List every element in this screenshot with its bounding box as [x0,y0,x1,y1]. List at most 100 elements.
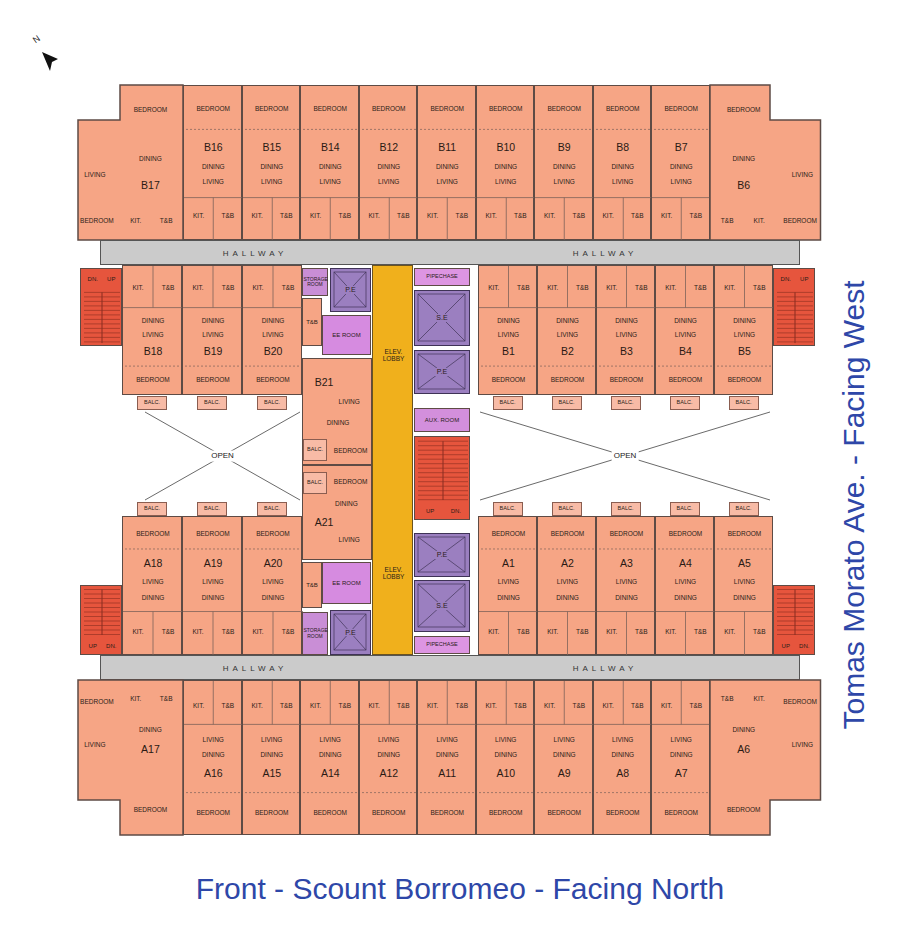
space-label: BALC. [618,506,634,512]
room-label: LIVING [437,736,458,743]
room-label: T&B [160,695,173,702]
balcony: BALC. [552,396,582,410]
room-label: BEDROOM [669,377,703,384]
unit-number: B17 [141,180,160,191]
space-label: BALC. [500,400,516,406]
unit-number: B6 [737,180,750,191]
unit-number: B7 [675,142,688,153]
space-label: BALC. [736,506,752,512]
room-label: KIT. [252,629,263,636]
stair-core: UPDN. [773,585,815,655]
room-label: KIT. [369,213,380,220]
wall-line [153,266,154,308]
room-label: T&B [694,629,707,636]
unit-number: A9 [558,768,571,779]
elevator-shaft: P.E [330,268,371,312]
balcony: BALC. [493,502,523,516]
room-detail [538,517,597,656]
toilet-bath: T&B [302,298,322,346]
unit-number: A17 [141,744,160,755]
room-label: KIT. [252,213,263,220]
room-label: BEDROOM [256,377,290,384]
space-label: EE ROOM [332,332,360,338]
wall-line [564,198,565,241]
space-label: UP [426,508,434,514]
balcony: BALC. [729,396,759,410]
room-detail [183,517,243,656]
room-label: T&B [514,213,527,220]
room-label: LIVING [84,742,105,749]
balcony: BALC. [552,502,582,516]
elevator-shaft: S.E [414,290,470,346]
room-label: BEDROOM [255,106,289,113]
room-label: T&B [753,629,766,636]
space-label: BALC. [307,447,323,453]
room-detail [101,656,801,681]
shaft-cross [418,294,465,341]
room-label: DINING [674,317,697,324]
space-label: DN. [106,642,116,648]
room-label: KIT. [547,629,558,636]
room-label: T&B [222,702,235,709]
room-label: BEDROOM [547,809,581,816]
shaft-cross [334,614,366,650]
unit-number: B19 [204,346,223,357]
room-label: DINING [553,163,576,170]
unit-number: A19 [204,559,223,570]
room-label: LIVING [261,736,282,743]
unit: KIT.T&BLIVINGDININGA11BEDROOM [417,680,476,835]
unit-number: A3 [620,559,633,570]
room-label: KIT. [130,695,141,702]
partition-line [596,792,651,793]
wall-line [622,681,623,724]
unit: BEDROOMA4LIVINGDININGKIT.T&B [655,516,714,655]
wall-line [213,198,214,241]
room-label: DINING [670,752,693,759]
partition-line [654,129,709,130]
space-label: AUX. ROOM [425,417,459,423]
room-label: LIVING [142,579,163,586]
unit-number: B15 [262,142,281,153]
space-label: UP [800,276,808,282]
toilet-bath: T&B [302,562,322,608]
space-label: BALC. [264,506,280,512]
aux-room: AUX. ROOM [414,408,470,432]
shaft-cross [418,537,465,572]
room-label: LIVING [320,736,341,743]
unit-number: A12 [379,768,398,779]
room-detail [101,241,801,266]
space-label: DN. [88,276,98,282]
shaft-cross [418,584,465,627]
unit: KIT.T&BLIVINGDININGA16BEDROOM [183,680,242,835]
room-label: BEDROOM [334,448,368,455]
room-label: LIVING [320,179,341,186]
wall-line [330,198,331,241]
room-label: LIVING [202,579,223,586]
unit-number: B2 [561,346,574,357]
room-label: BEDROOM [551,377,585,384]
room-label: DINING [319,752,342,759]
room-label: BEDROOM [664,106,698,113]
room-detail [78,85,183,240]
room-label: T&B [282,285,295,292]
space-label: EE ROOM [332,580,360,586]
space-label: PIPECHASE [426,274,457,280]
wall-line [153,612,154,656]
space-label: BALC. [204,506,220,512]
partition-line [420,129,475,130]
room-label: BEDROOM [606,809,640,816]
partition-line [186,129,241,130]
unit-number: A14 [321,768,340,779]
room-label: T&B [282,629,295,636]
storage-room: STORAGE ROOM [302,268,328,296]
room-label: T&B [721,695,734,702]
room-label: KIT. [754,695,765,702]
wall-line [505,198,506,241]
room-label: BEDROOM [606,106,640,113]
unit: B21LIVINGDININGBEDROOMBALC. [302,358,372,465]
space-label: BALC. [559,506,575,512]
room-label: KIT. [724,285,735,292]
room-label: DINING [556,317,579,324]
space-label: DN. [451,508,461,514]
shaft-cross [418,354,465,389]
